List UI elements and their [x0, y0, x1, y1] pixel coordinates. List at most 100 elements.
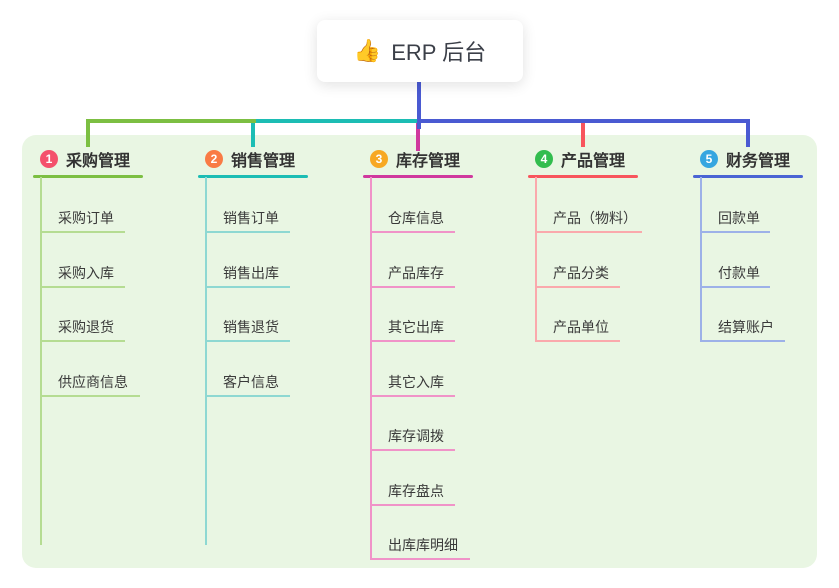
branch-purchase-management: 1 采购管理 采购订单 采购入库 采购退货 供应商信息 — [33, 148, 188, 568]
branch-product-management: 4 产品管理 产品（物料） 产品分类 产品单位 — [528, 148, 683, 568]
branch-child-connector — [700, 177, 702, 342]
node-sales-order[interactable]: 销售订单 — [205, 205, 290, 233]
connector-drop-product — [581, 123, 585, 147]
node-underline — [370, 340, 455, 342]
node-underline — [700, 231, 770, 233]
branches-panel — [22, 135, 817, 568]
node-label: 采购入库 — [58, 265, 114, 281]
node-label: 产品单位 — [553, 319, 609, 335]
branch-title-label: 销售管理 — [231, 153, 296, 170]
node-label: 产品分类 — [553, 265, 609, 281]
branch-title-finance[interactable]: 5 财务管理 — [700, 148, 790, 170]
node-underline — [205, 286, 290, 288]
node-underline — [40, 340, 125, 342]
connector-trunk-middle — [256, 119, 418, 123]
connector-drop-purchase — [86, 119, 90, 147]
node-other-outbound[interactable]: 其它出库 — [370, 314, 455, 342]
node-underline — [40, 231, 125, 233]
node-stock-taking[interactable]: 库存盘点 — [370, 478, 455, 506]
branch-title-label: 产品管理 — [561, 153, 626, 170]
node-underline — [370, 449, 455, 451]
branch-title-label: 财务管理 — [726, 153, 791, 170]
thumbs-up-icon: 👍 — [353, 38, 382, 63]
branch-title-purchase[interactable]: 1 采购管理 — [40, 148, 130, 170]
branch-underline — [528, 175, 638, 178]
node-warehouse-info[interactable]: 仓库信息 — [370, 205, 455, 233]
branch-child-connector — [535, 177, 537, 342]
badge-2: 2 — [205, 150, 223, 168]
connector-drop-finance — [746, 119, 750, 147]
node-other-inbound[interactable]: 其它入库 — [370, 369, 455, 397]
node-label: 销售订单 — [223, 210, 279, 226]
node-supplier-info[interactable]: 供应商信息 — [40, 369, 140, 397]
branch-sales-management: 2 销售管理 销售订单 销售出库 销售退货 客户信息 — [198, 148, 353, 568]
branch-underline — [363, 175, 473, 178]
node-underline — [535, 286, 620, 288]
node-product-category[interactable]: 产品分类 — [535, 260, 620, 288]
branch-title-label: 库存管理 — [396, 153, 461, 170]
node-label: 其它出库 — [388, 319, 444, 335]
node-label: 产品库存 — [388, 265, 444, 281]
node-label: 库存盘点 — [388, 483, 444, 499]
branch-title-sales[interactable]: 2 销售管理 — [205, 148, 295, 170]
node-label: 库存调拨 — [388, 428, 444, 444]
node-sales-outbound[interactable]: 销售出库 — [205, 260, 290, 288]
node-purchase-inbound[interactable]: 采购入库 — [40, 260, 125, 288]
node-payment-order[interactable]: 付款单 — [700, 260, 770, 288]
node-receipt-order[interactable]: 回款单 — [700, 205, 770, 233]
node-stock-transfer[interactable]: 库存调拨 — [370, 423, 455, 451]
node-label: 销售退货 — [223, 319, 279, 335]
node-purchase-order[interactable]: 采购订单 — [40, 205, 125, 233]
node-product-stock[interactable]: 产品库存 — [370, 260, 455, 288]
node-settlement-account[interactable]: 结算账户 — [700, 314, 785, 342]
node-underline — [40, 286, 125, 288]
node-label: 出库库明细 — [388, 537, 458, 553]
branch-child-connector — [205, 177, 207, 545]
node-outbound-detail[interactable]: 出库库明细 — [370, 532, 470, 560]
node-sales-return[interactable]: 销售退货 — [205, 314, 290, 342]
node-underline — [370, 558, 470, 560]
node-underline — [535, 231, 642, 233]
node-underline — [370, 395, 455, 397]
branch-underline — [693, 175, 803, 178]
connector-drop-inventory — [416, 123, 420, 151]
node-label: 供应商信息 — [58, 374, 128, 390]
badge-4: 4 — [535, 150, 553, 168]
node-label: 回款单 — [718, 210, 760, 226]
node-product-material[interactable]: 产品（物料） — [535, 205, 642, 233]
node-purchase-return[interactable]: 采购退货 — [40, 314, 125, 342]
node-label: 销售出库 — [223, 265, 279, 281]
node-label: 采购退货 — [58, 319, 114, 335]
node-label: 客户信息 — [223, 374, 279, 390]
node-customer-info[interactable]: 客户信息 — [205, 369, 290, 397]
root-node[interactable]: 👍 ERP 后台 — [317, 20, 523, 82]
branch-child-connector — [40, 177, 42, 545]
node-product-unit[interactable]: 产品单位 — [535, 314, 620, 342]
node-underline — [205, 340, 290, 342]
branch-inventory-management: 3 库存管理 仓库信息 产品库存 其它出库 其它入库 库存调拨 库存盘点 — [363, 148, 518, 568]
node-underline — [205, 231, 290, 233]
node-underline — [700, 340, 785, 342]
node-label: 采购订单 — [58, 210, 114, 226]
branch-underline — [198, 175, 308, 178]
node-underline — [205, 395, 290, 397]
node-underline — [535, 340, 620, 342]
node-underline — [700, 286, 770, 288]
connector-trunk-right — [418, 119, 750, 123]
node-label: 仓库信息 — [388, 210, 444, 226]
node-label: 产品（物料） — [553, 210, 637, 226]
node-label: 付款单 — [718, 265, 760, 281]
branch-title-label: 采购管理 — [66, 153, 131, 170]
node-underline — [370, 504, 455, 506]
branch-title-product[interactable]: 4 产品管理 — [535, 148, 625, 170]
connector-drop-sales — [251, 123, 255, 147]
badge-5: 5 — [700, 150, 718, 168]
node-underline — [370, 231, 455, 233]
badge-1: 1 — [40, 150, 58, 168]
root-label: ERP 后台 — [391, 40, 487, 65]
branch-finance-management: 5 财务管理 回款单 付款单 结算账户 — [693, 148, 839, 568]
node-label: 结算账户 — [718, 319, 774, 335]
branch-title-inventory[interactable]: 3 库存管理 — [370, 148, 460, 170]
node-label: 其它入库 — [388, 374, 444, 390]
